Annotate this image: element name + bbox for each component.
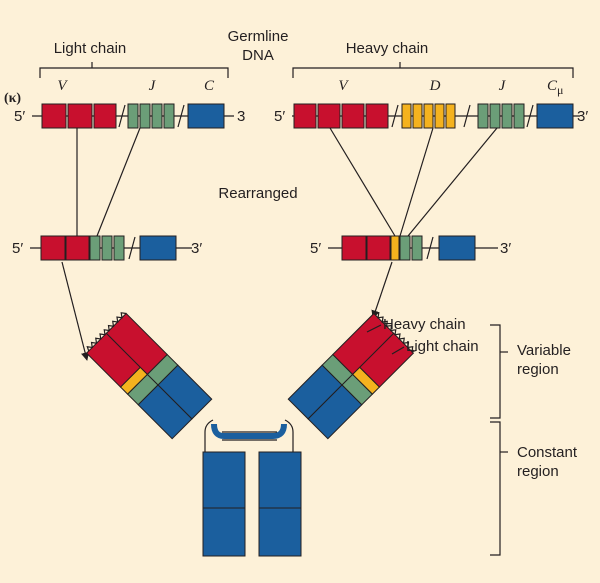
heavy-germline-dna: 5′ 3′ (274, 103, 588, 129)
light-chain-arrow (61, 261, 90, 361)
light-germline-3prime: 3 (237, 108, 245, 125)
heavy-j-segment (477, 103, 489, 129)
antibody-heavy-chain-label: Heavy chain (383, 316, 466, 333)
left-light-v (105, 312, 168, 376)
light-rearranged-5prime: 5′ (12, 240, 23, 257)
heavy-j-segment (489, 103, 501, 129)
light-v-segment (93, 103, 117, 129)
light-v-label: V (57, 78, 68, 94)
light-c-label: C (204, 78, 215, 94)
light-j-segment (163, 103, 175, 129)
heavy-c-segment (536, 103, 574, 129)
variable-region-label-2: region (517, 361, 559, 378)
light-j-label: J (149, 78, 157, 94)
light-v-segment (67, 103, 93, 129)
heavy-v-segment (317, 103, 341, 129)
light-rearranged-c (139, 235, 177, 261)
heavy-germline-3prime: 3′ (577, 108, 588, 125)
heavy-rearranged-5prime: 5′ (310, 240, 321, 257)
light-rearranged-v (65, 235, 90, 261)
heavy-v-segment (341, 103, 365, 129)
rearrangement-lines (76, 127, 498, 237)
fc-heavy-left-ch2 (202, 451, 246, 509)
heavy-rearranged-c (438, 235, 476, 261)
heavy-j-segment (501, 103, 513, 129)
heavy-rearranged-3prime: 3′ (500, 240, 511, 257)
fc-heavy-left-ch3 (202, 507, 246, 557)
light-c-segment (187, 103, 225, 129)
light-chain-title: Light chain (54, 40, 127, 57)
fc-heavy-right-ch3 (258, 507, 302, 557)
light-germline-5prime: 5′ (14, 108, 25, 125)
light-rearranged-3prime: 3′ (191, 240, 202, 257)
dna-label: DNA (242, 47, 274, 64)
heavy-rearranged-v (366, 235, 391, 261)
left-fab (85, 312, 213, 440)
heavy-v-segment (365, 103, 389, 129)
light-j-segment (127, 103, 139, 129)
heavy-rearranged-v (341, 235, 367, 261)
light-rearranged-j (101, 235, 113, 261)
constant-region-label-2: region (517, 463, 559, 480)
heavy-d-segment (423, 103, 434, 129)
heavy-d-segment (412, 103, 423, 129)
heavy-d-segment (434, 103, 445, 129)
light-v-segment (41, 103, 67, 129)
hinge-blue (211, 423, 287, 439)
light-germline-dna: 5′ 3 (14, 103, 245, 129)
light-j-segment (139, 103, 151, 129)
heavy-chain-title: Heavy chain (346, 40, 429, 57)
variable-region-bracket (490, 324, 501, 419)
light-rearranged-j (89, 235, 101, 261)
light-chain-bracket (39, 62, 229, 78)
variable-region-label-1: Variable (517, 342, 571, 359)
right-light-v (332, 312, 395, 376)
light-rearranged-v (40, 235, 66, 261)
heavy-rearranged-j (399, 235, 411, 261)
light-rearranged-j (113, 235, 125, 261)
constant-region-bracket (490, 421, 501, 556)
heavy-j-segment (513, 103, 525, 129)
heavy-chain-bracket (292, 62, 574, 78)
light-rearranged-dna: 5′ 3′ (12, 235, 202, 261)
heavy-d-segment (401, 103, 412, 129)
heavy-v-label: V (338, 78, 349, 94)
heavy-j-label: J (499, 78, 507, 94)
heavy-germline-5prime: 5′ (274, 108, 285, 125)
light-j-segment (151, 103, 163, 129)
constant-region-label-1: Constant (517, 444, 578, 461)
germline-label: Germline (228, 28, 289, 45)
rearranged-label: Rearranged (218, 185, 297, 202)
heavy-rearranged-d (390, 235, 400, 261)
antibody-molecule (85, 312, 417, 557)
heavy-rearranged-j (411, 235, 423, 261)
right-fab (287, 312, 417, 440)
heavy-c-label: Cμ (547, 78, 563, 97)
antibody-light-chain-label: Light chain (406, 338, 479, 355)
heavy-d-label: D (429, 78, 441, 94)
heavy-chain-arrow (371, 261, 393, 319)
fc-heavy-right-ch2 (258, 451, 302, 509)
kappa-label: (κ) (4, 91, 21, 106)
heavy-v-segment (293, 103, 317, 129)
heavy-rearranged-dna: 5′ 3′ (310, 235, 511, 261)
heavy-d-segment (445, 103, 456, 129)
